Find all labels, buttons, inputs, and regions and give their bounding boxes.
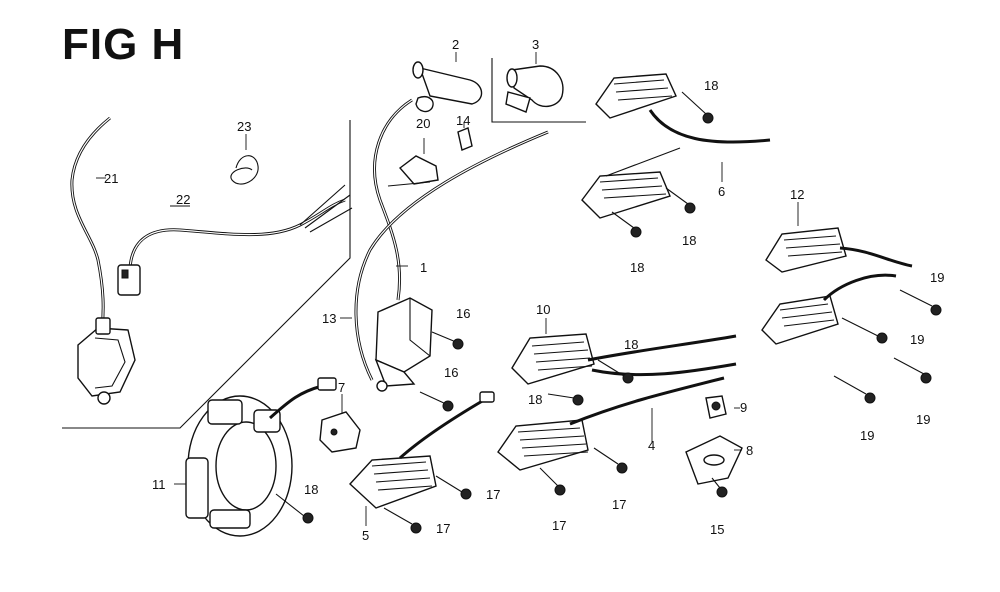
bolt-18b [665, 187, 696, 214]
bolts [275, 91, 942, 534]
wiring-harness [70, 116, 353, 405]
callout-5: 5 [362, 528, 369, 543]
callout-18d: 18 [624, 337, 638, 352]
bolt-18f [275, 493, 314, 524]
callout-19b: 19 [910, 332, 924, 347]
callout-11: 11 [152, 477, 166, 492]
callout-7: 7 [338, 380, 345, 395]
figure-title: FIG H [62, 20, 185, 69]
callout-16a: 16 [456, 306, 470, 321]
plug-cap-3 [505, 65, 564, 113]
coil-10 [511, 333, 737, 385]
coil-6-lower [581, 147, 681, 219]
callout-18e: 18 [528, 392, 542, 407]
bolt-18a [681, 91, 714, 124]
bolt-19c [833, 375, 876, 404]
bracket-7 [319, 411, 361, 453]
callout-2: 2 [452, 37, 459, 52]
clip-20 [387, 155, 439, 187]
stator-11 [185, 377, 337, 537]
callout-14: 14 [456, 113, 470, 128]
callout-12: 12 [790, 187, 804, 202]
clip-14 [457, 127, 473, 151]
grommet-9 [705, 395, 727, 419]
wire-clip-23 [230, 155, 259, 185]
coil-6-upper [595, 73, 771, 144]
callout-17b: 17 [436, 521, 450, 536]
bolt-19b [841, 317, 888, 344]
callout-18a: 18 [704, 78, 718, 93]
bolt-19a [899, 289, 942, 316]
callout-16b: 16 [444, 365, 458, 380]
callout-19a: 19 [930, 270, 944, 285]
callout-17a: 17 [486, 487, 500, 502]
bolt-18e [547, 393, 584, 406]
bolt-17b [383, 507, 422, 534]
callout-1: 1 [420, 260, 427, 275]
bolt-16a [431, 331, 464, 350]
bolt-19d [893, 357, 932, 384]
callout-13: 13 [322, 311, 336, 326]
bolt-15 [711, 477, 728, 498]
callout-8: 8 [746, 443, 753, 458]
callout-17c: 17 [552, 518, 566, 533]
callout-23: 23 [237, 119, 251, 134]
callout-18b: 18 [682, 233, 696, 248]
callout-22: 22 [176, 192, 190, 207]
callout-21: 21 [104, 171, 118, 186]
callout-19c: 19 [860, 428, 874, 443]
callout-6: 6 [718, 184, 725, 199]
bolt-18d [597, 359, 634, 384]
callout-18c: 18 [630, 260, 644, 275]
coil-12-lower [761, 273, 897, 345]
coil-12-upper [765, 227, 913, 273]
callout-17d: 17 [612, 497, 626, 512]
leader-lines [96, 52, 799, 526]
callout-4: 4 [648, 438, 655, 453]
coil-5 [349, 391, 495, 509]
plug-cap-2 [412, 61, 483, 113]
callout-9: 9 [740, 400, 747, 415]
callout-15: 15 [710, 522, 724, 537]
callout-18f: 18 [304, 482, 318, 497]
callout-20: 20 [416, 116, 430, 131]
bolt-16b [419, 391, 454, 412]
callout-10: 10 [536, 302, 550, 317]
ignition-coil-1 [354, 98, 549, 392]
bolt-17a [435, 475, 472, 500]
bolt-18c [611, 211, 642, 238]
bolt-17d [593, 447, 628, 474]
bolt-17c [539, 467, 566, 496]
callout-3: 3 [532, 37, 539, 52]
callout-labels: 1 2 3 4 5 6 7 8 9 10 11 12 13 14 15 16 1… [104, 37, 944, 543]
coil-4 [497, 376, 725, 471]
callout-19d: 19 [916, 412, 930, 427]
plate-8 [685, 435, 743, 485]
section-dividers [62, 58, 586, 429]
